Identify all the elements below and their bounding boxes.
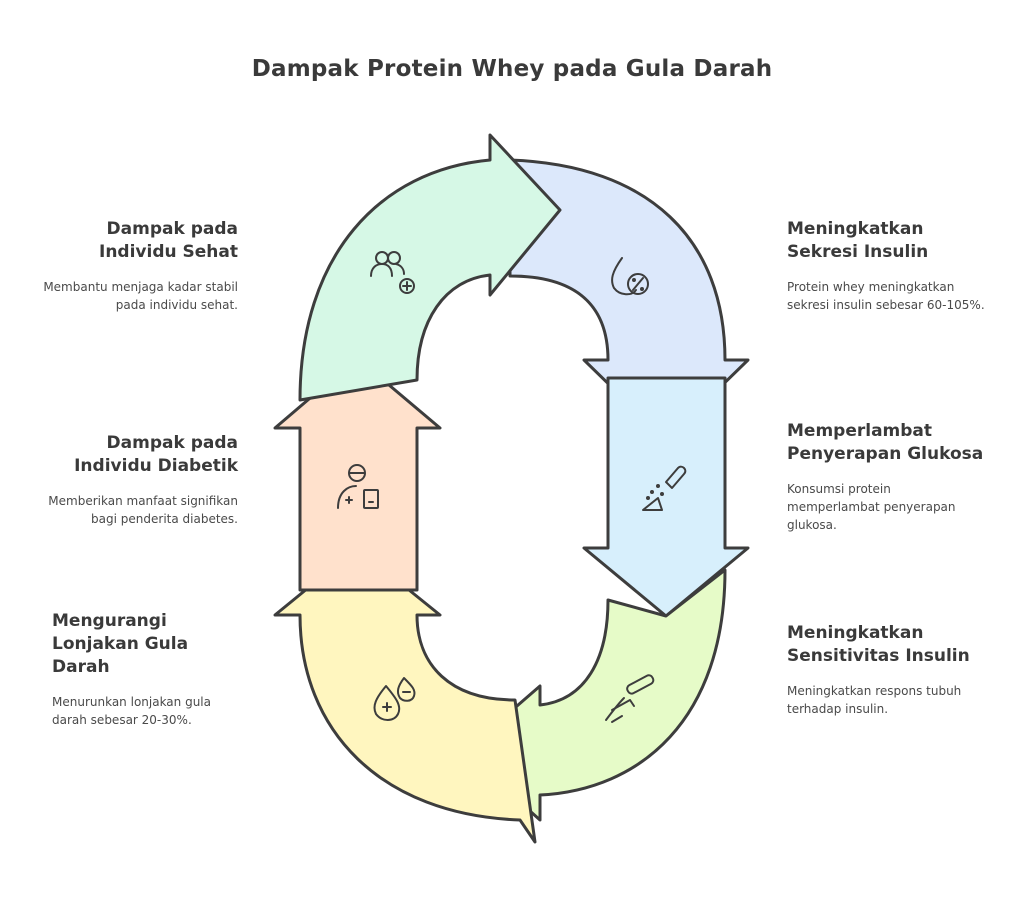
label-text: Protein whey meningkatkan sekresi insuli… bbox=[787, 280, 985, 312]
label-penyerapan-glukosa: Memperlambat Penyerapan Glukosa Konsumsi… bbox=[787, 420, 987, 534]
label-individu-sehat: Dampak pada Individu Sehat Membantu menj… bbox=[38, 218, 238, 314]
blood-drops-plus-minus-icon bbox=[373, 677, 416, 721]
label-heading: Meningkatkan Sekresi Insulin bbox=[787, 219, 929, 262]
label-text: Konsumsi protein memperlambat penyerapan… bbox=[787, 482, 956, 532]
label-heading: Meningkatkan Sensitivitas Insulin bbox=[787, 623, 970, 666]
segment-penyerapan-glukosa bbox=[582, 376, 750, 618]
label-sekresi-insulin: Meningkatkan Sekresi Insulin Protein whe… bbox=[787, 218, 987, 314]
hand-thermometer-icon bbox=[605, 674, 655, 723]
salt-shaker-icon bbox=[642, 465, 687, 511]
segment-sekresi-insulin bbox=[508, 158, 750, 442]
drop-percent-icon bbox=[611, 257, 649, 296]
label-text: Menurunkan lonjakan gula darah sebesar 2… bbox=[52, 695, 211, 727]
label-lonjakan-gula: Mengurangi Lonjakan Gula Darah Menurunka… bbox=[52, 610, 227, 729]
label-text: Meningkatkan respons tubuh terhadap insu… bbox=[787, 684, 962, 716]
label-text: Memberikan manfaat signifikan bagi pende… bbox=[48, 494, 238, 526]
segment-sensitivitas-insulin bbox=[462, 568, 727, 822]
label-heading: Memperlambat Penyerapan Glukosa bbox=[787, 421, 984, 464]
label-heading: Mengurangi Lonjakan Gula Darah bbox=[52, 611, 189, 677]
segment-lonjakan-gula bbox=[273, 546, 537, 844]
label-sensitivitas-insulin: Meningkatkan Sensitivitas Insulin Mening… bbox=[787, 622, 987, 718]
label-heading: Dampak pada Individu Diabetik bbox=[74, 433, 238, 476]
users-plus-icon bbox=[370, 251, 415, 294]
diagram-title: Dampak Protein Whey pada Gula Darah bbox=[251, 56, 773, 82]
segment-individu-sehat bbox=[298, 133, 562, 402]
label-text: Membantu menjaga kadar stabil pada indiv… bbox=[43, 280, 238, 312]
label-heading: Dampak pada Individu Sehat bbox=[99, 219, 238, 262]
patient-device-icon bbox=[337, 464, 379, 509]
label-individu-diabetik: Dampak pada Individu Diabetik Memberikan… bbox=[38, 432, 238, 528]
